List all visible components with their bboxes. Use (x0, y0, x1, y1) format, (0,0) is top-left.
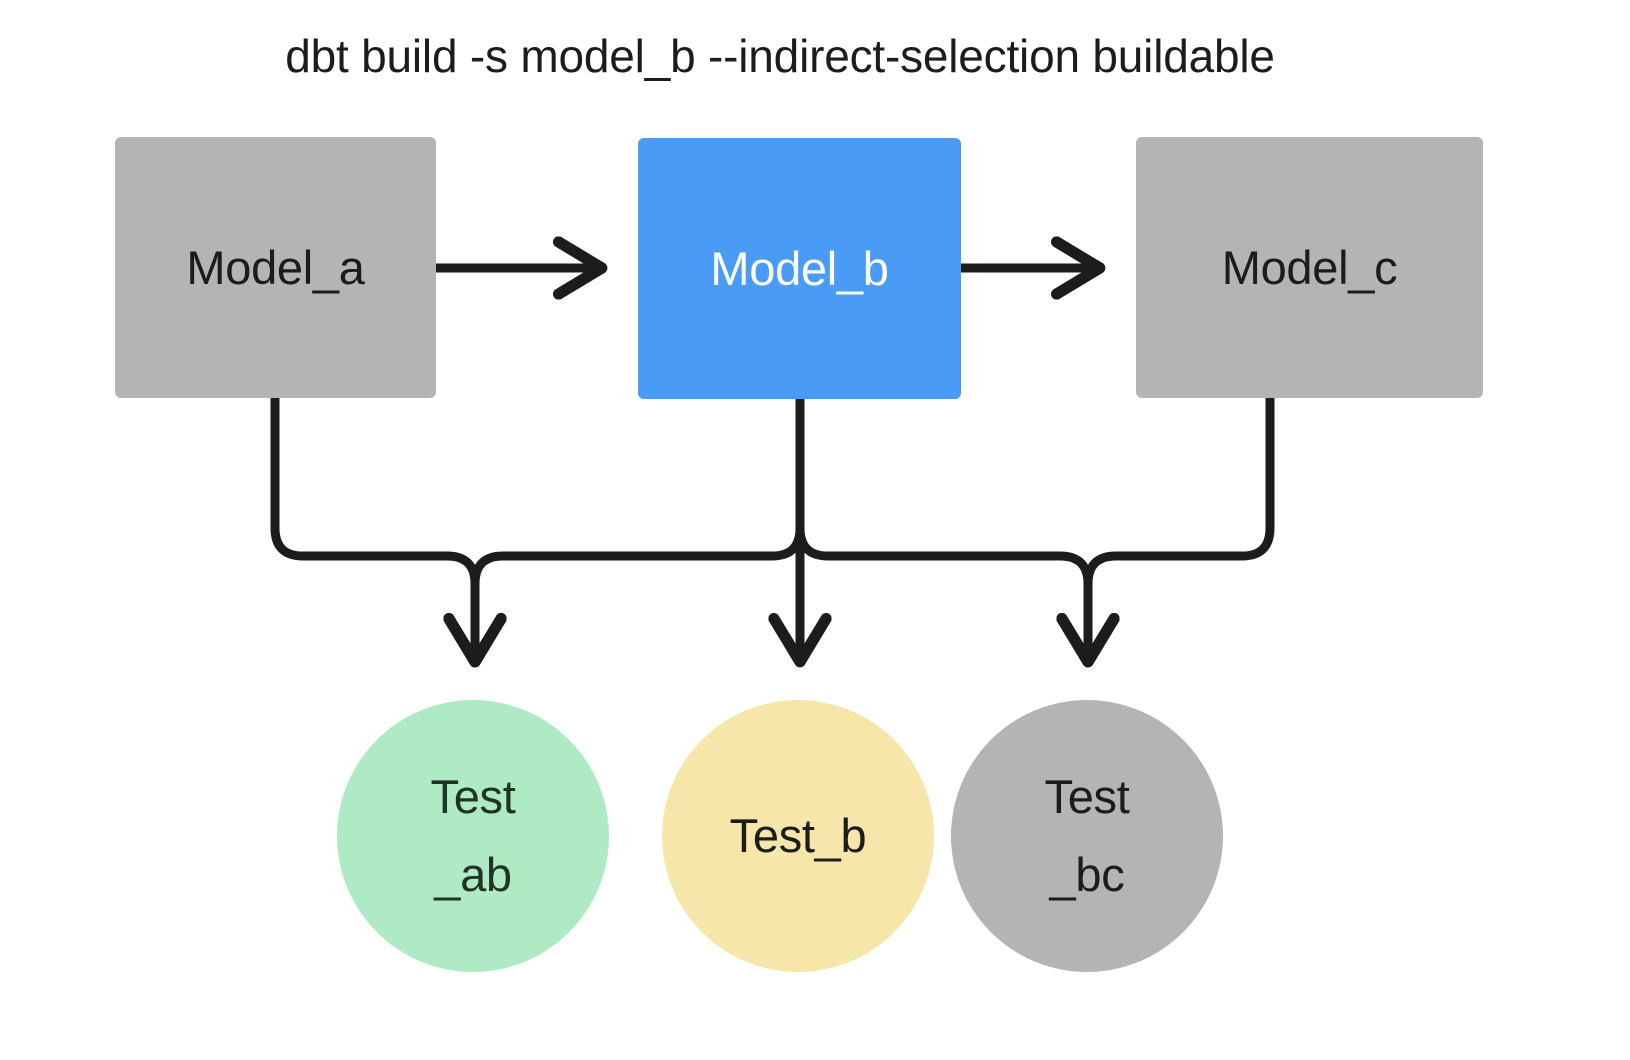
node-model-b-label: Model_b (710, 241, 889, 295)
node-test-bc-label-line2: _bc (1049, 848, 1125, 901)
node-test-ab-label-line1: Test (430, 770, 516, 823)
edge-model-b-to-test-ab (475, 398, 805, 660)
edge-model-c-to-test-bc (1088, 398, 1275, 660)
node-model-a-label: Model_a (186, 240, 365, 294)
node-test-b-label-line1: Test_b (729, 809, 867, 862)
edge-model-a-to-test-ab (270, 398, 475, 660)
node-model-c-label: Model_c (1221, 240, 1398, 294)
node-test-bc[interactable]: Test _bc (951, 700, 1223, 972)
node-model-b[interactable]: Model_b (638, 138, 961, 399)
node-model-c[interactable]: Model_c (1136, 137, 1483, 398)
edge-model-b-to-test-bc (795, 398, 1088, 660)
node-model-a[interactable]: Model_a (115, 137, 436, 398)
node-test-b[interactable]: Test_b (662, 700, 934, 972)
diagram-title: dbt build -s model_b --indirect-selectio… (285, 30, 1275, 82)
node-test-ab[interactable]: Test _ab (337, 700, 609, 972)
node-test-bc-label-line1: Test (1044, 770, 1130, 823)
node-test-ab-label-line2: _ab (434, 848, 512, 901)
